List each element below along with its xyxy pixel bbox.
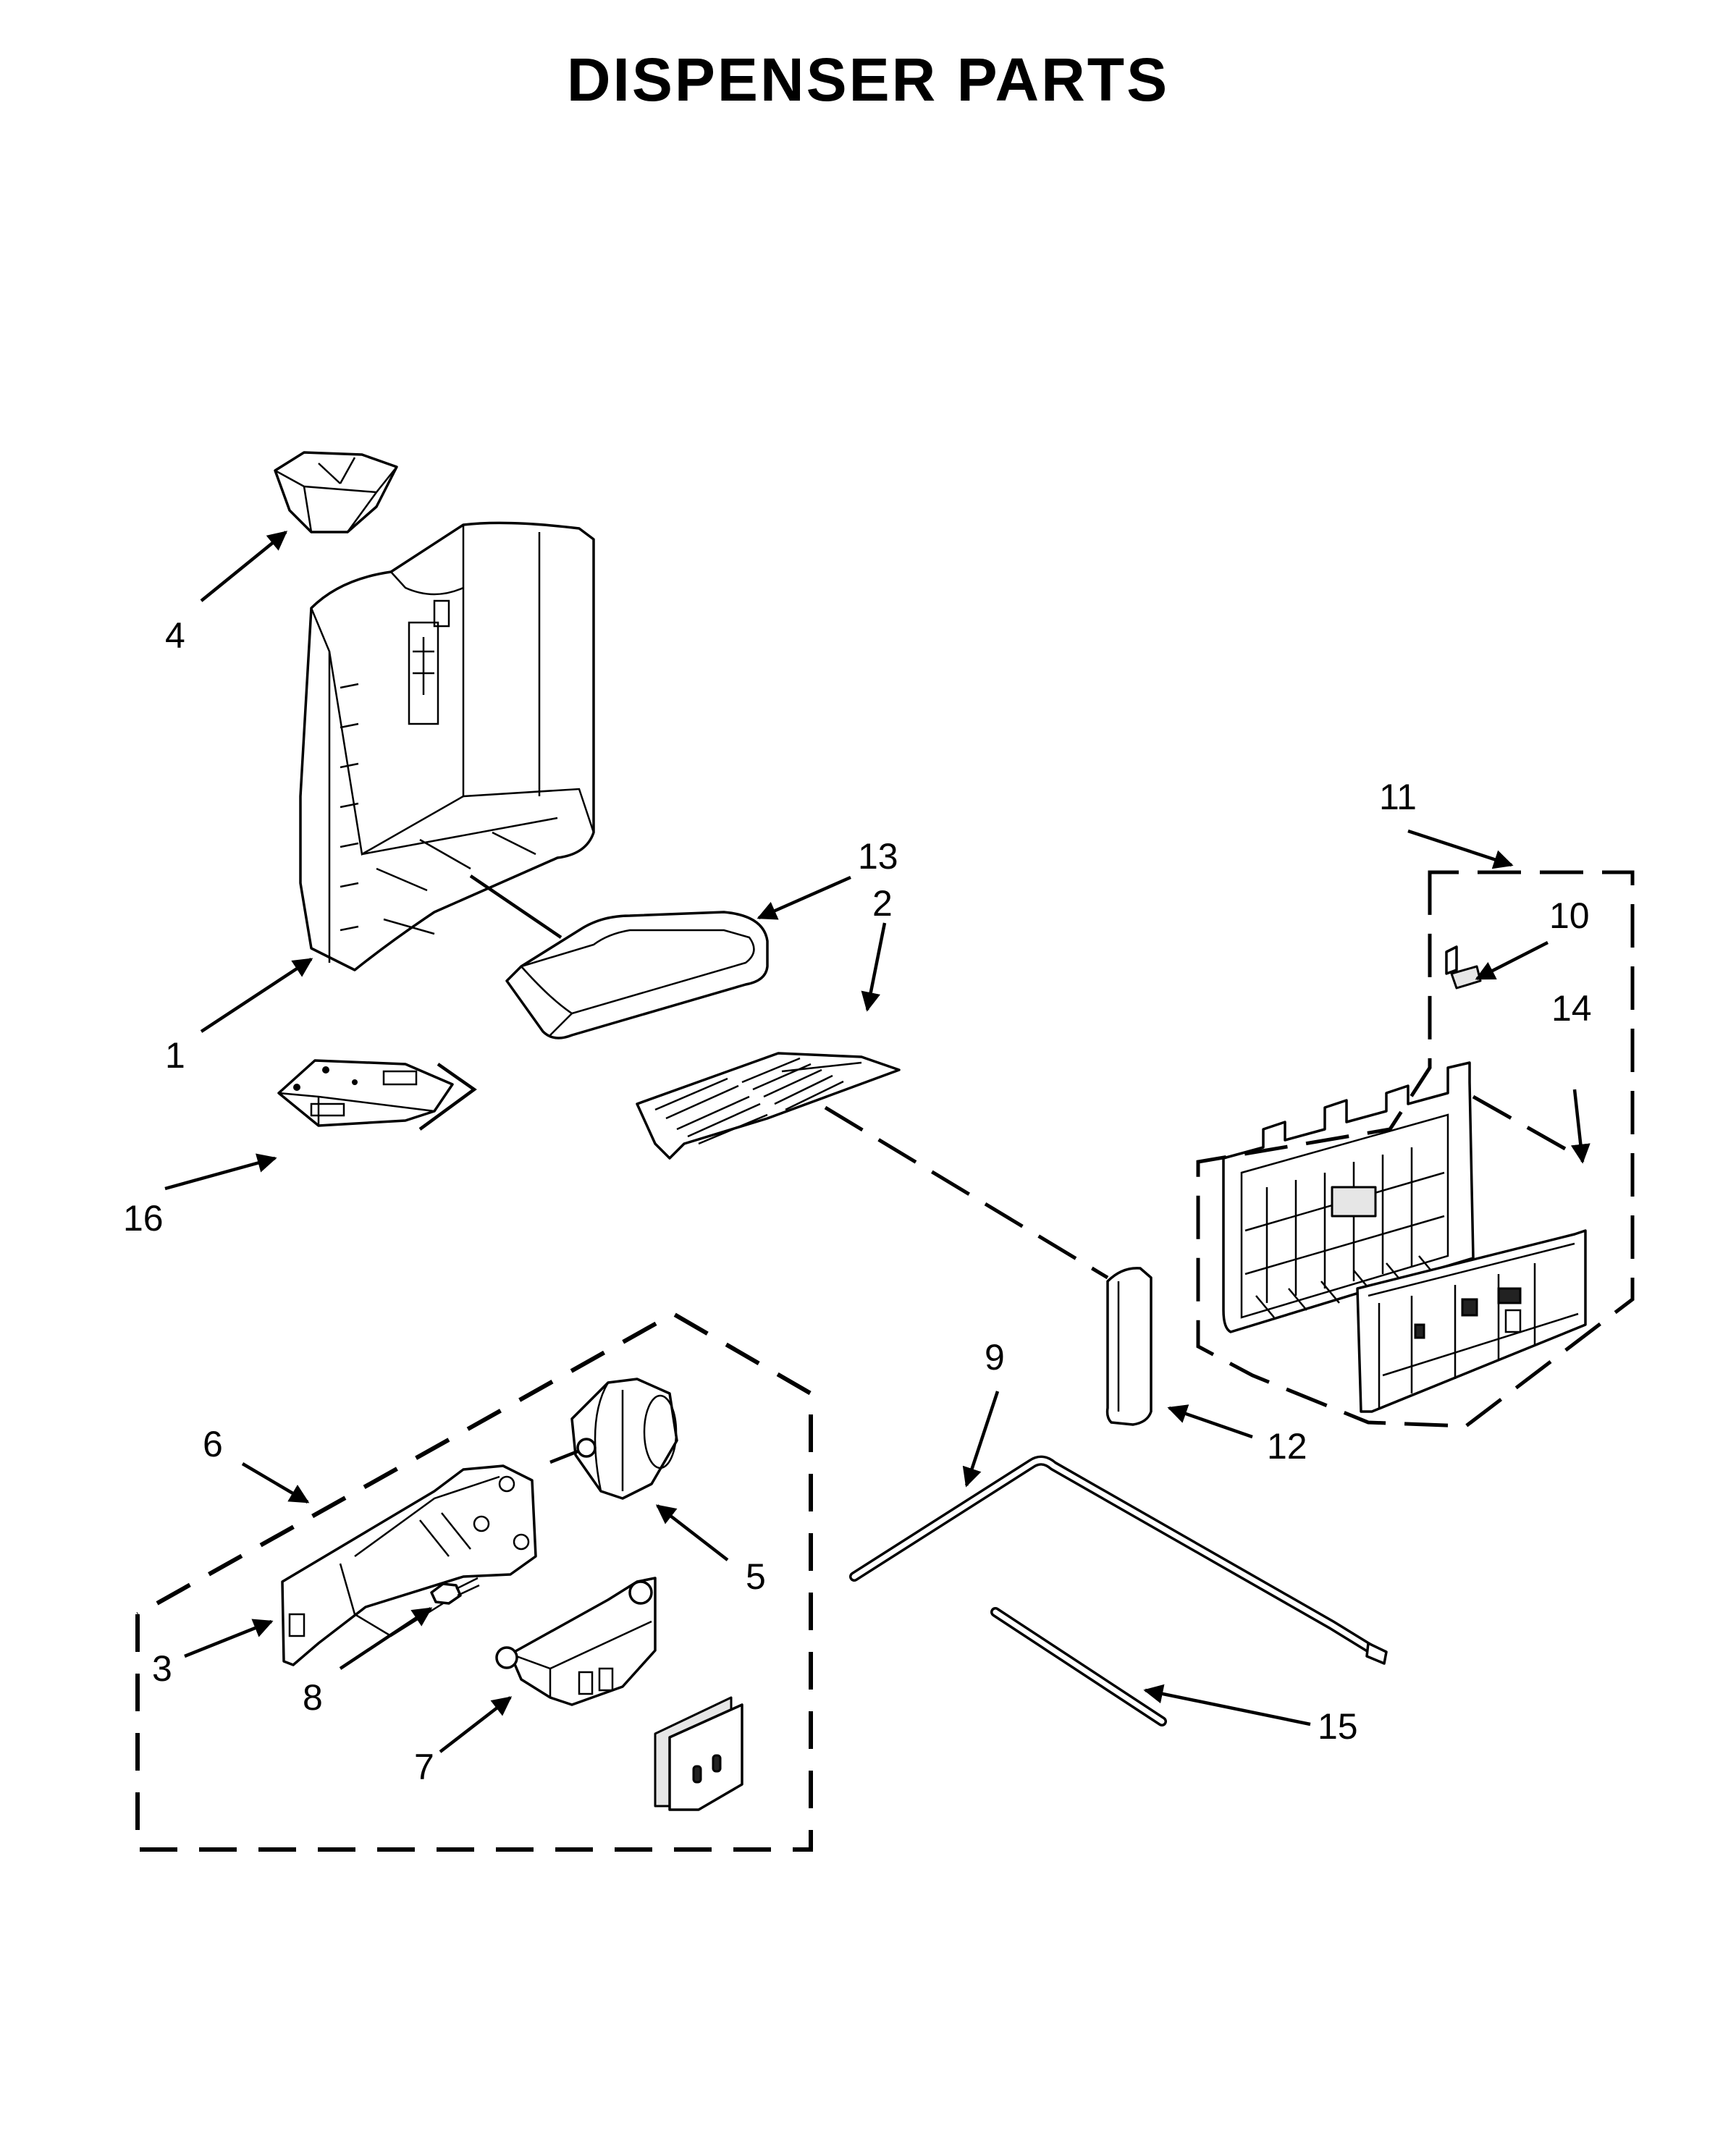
callout-13: 13 xyxy=(858,836,898,877)
part-6-group-outline xyxy=(135,1311,813,1852)
arrow-icon xyxy=(439,1696,513,1753)
part-4-ice-cup xyxy=(274,451,398,534)
callout-9: 9 xyxy=(985,1337,1005,1378)
part-10-sensor xyxy=(1445,945,1482,990)
callout-10: 10 xyxy=(1549,895,1590,936)
connector-14 xyxy=(1472,1095,1583,1160)
arrow-icon xyxy=(184,1619,274,1658)
arrow-icon xyxy=(1143,1684,1311,1726)
part-16-lower-tray xyxy=(277,1059,454,1127)
part-6-gasket-block xyxy=(654,1696,743,1811)
arrow-icon xyxy=(164,1153,277,1191)
arrow-icon xyxy=(200,958,313,1033)
arrow-icon xyxy=(655,1504,729,1561)
callout-4: 4 xyxy=(165,615,185,656)
callout-labels: 4 1 16 13 2 11 10 14 12 9 15 6 5 3 8 7 xyxy=(123,615,1592,1787)
part-11-group-outline xyxy=(1196,870,1635,1428)
leader-1-16 xyxy=(418,1063,477,1131)
part-12-end-cap xyxy=(1105,1267,1153,1426)
callout-3: 3 xyxy=(152,1648,172,1689)
callout-6: 6 xyxy=(203,1424,223,1464)
callout-5: 5 xyxy=(746,1556,766,1597)
callout-2: 2 xyxy=(872,883,893,924)
callout-16: 16 xyxy=(123,1198,164,1239)
callout-1: 1 xyxy=(165,1035,185,1076)
arrow-icon xyxy=(339,1607,433,1670)
arrow-icon xyxy=(962,1391,1000,1488)
callout-11: 11 xyxy=(1379,777,1417,817)
part-9-water-tube xyxy=(849,1455,1388,1665)
arrow-icon xyxy=(1407,829,1514,869)
arrow-icon xyxy=(861,922,887,1012)
arrow-icon xyxy=(1167,1404,1253,1439)
callout-14: 14 xyxy=(1551,988,1592,1029)
part-7-actuator xyxy=(495,1577,657,1706)
callout-7: 7 xyxy=(414,1747,434,1787)
callout-15: 15 xyxy=(1318,1706,1358,1747)
arrow-icon xyxy=(241,1462,310,1504)
page-title: DISPENSER PARTS xyxy=(566,46,1170,114)
callout-12: 12 xyxy=(1267,1426,1307,1467)
arrow-icon xyxy=(757,875,851,920)
arrow-icon xyxy=(1570,1089,1590,1164)
callout-leaders xyxy=(164,531,1590,1753)
callout-8: 8 xyxy=(303,1677,323,1718)
part-5-motor xyxy=(549,1378,678,1500)
connector-2-12 xyxy=(824,1105,1109,1280)
part-3-bracket xyxy=(281,1464,537,1666)
part-14-front-panel xyxy=(1356,1229,1587,1413)
part-13-drip-tray xyxy=(505,911,769,1039)
part-15-tube xyxy=(990,1607,1167,1726)
part-2-grille xyxy=(636,1052,901,1160)
part-8-screw xyxy=(430,1577,480,1605)
part-1-dispenser-housing xyxy=(299,521,595,971)
arrow-icon xyxy=(200,531,288,602)
part-14-control-panel xyxy=(1222,1061,1475,1333)
arrow-icon xyxy=(1475,940,1549,981)
